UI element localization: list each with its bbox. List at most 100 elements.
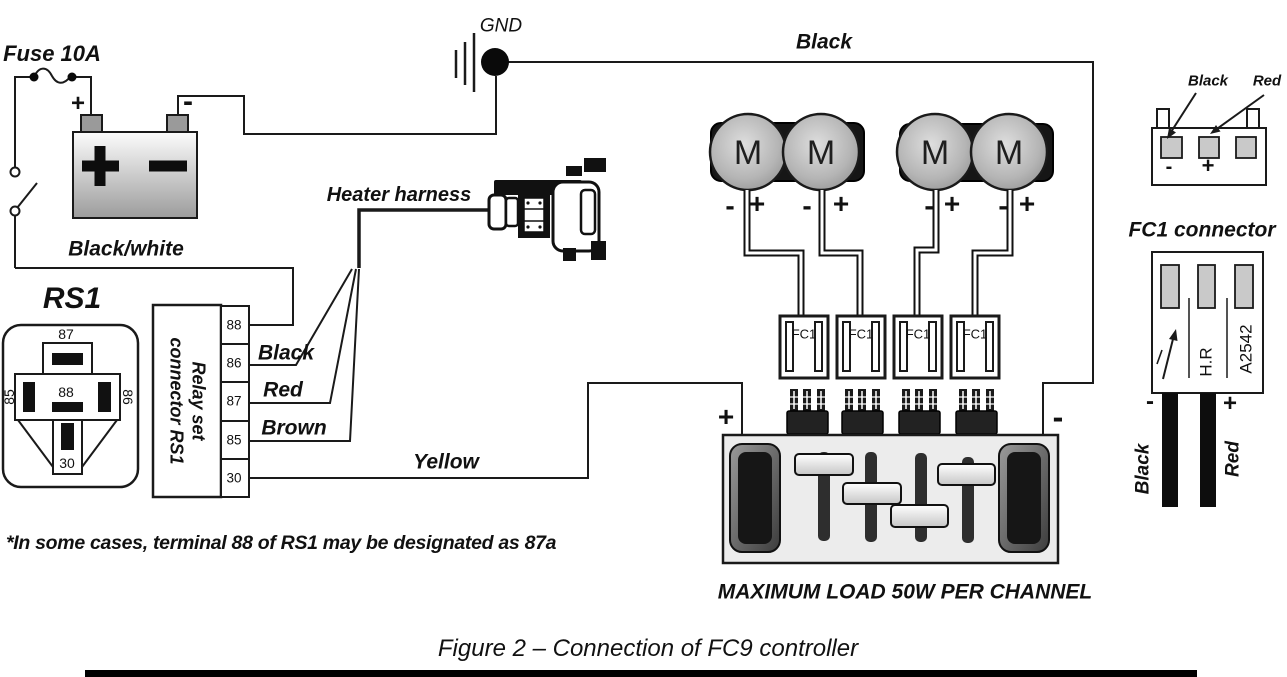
relay-connector-box: [151, 303, 250, 499]
motor-4-plus: +: [1018, 188, 1036, 219]
fc1-plug-1-label: FC1: [791, 326, 817, 342]
motor-3-minus: -: [924, 190, 934, 221]
terminal-label-88: 88: [226, 317, 242, 333]
battery-minus-sign: -: [183, 85, 193, 118]
gnd-node-dot: [481, 48, 509, 76]
tc-plus-sign: +: [1201, 153, 1215, 178]
tc-pin-1: [1160, 136, 1183, 159]
leader-arrow-black: [1167, 92, 1197, 139]
pin-block-4: [955, 389, 998, 435]
slider-knob-1: [794, 453, 854, 476]
det-hr-label: H.R: [1196, 347, 1216, 377]
det-a2542-label: A2542: [1236, 324, 1256, 374]
gnd-symbol: [454, 33, 509, 92]
wire-86-label: Black: [257, 341, 315, 365]
wire-85-label: Brown: [261, 416, 327, 440]
det-slot-1: [1160, 264, 1180, 309]
wires-group: [14, 61, 1094, 479]
fc1-plug-2: [835, 314, 887, 380]
controller-plus: +: [717, 401, 735, 432]
relay-connector-label-line2: connector RS1: [167, 337, 187, 465]
rs1-relay-drawing: [1, 323, 140, 489]
fc1-connector-heading: FC1 connector: [1128, 218, 1276, 242]
wire-85-brown: [249, 268, 360, 442]
wire-black-top: [508, 61, 1094, 434]
motor-1-label: M: [733, 134, 763, 172]
det-wire-red: [1200, 393, 1216, 507]
tc-minus-sign: -: [1165, 156, 1173, 178]
figure-caption: Figure 2 – Connection of FC9 controller: [437, 635, 859, 662]
fc1-plug-3-label: FC1: [905, 326, 931, 342]
rs1-pin-30-label: 30: [59, 455, 75, 471]
leader-arrow-red: [1210, 94, 1265, 134]
wire-black-top-label: Black: [795, 30, 853, 54]
wire-yellow: [249, 382, 743, 479]
det-minus-sign: -: [1146, 388, 1154, 415]
fc1-connector-detail: [1151, 251, 1264, 507]
rs1-title: RS1: [42, 282, 102, 315]
terminal-88: [220, 305, 250, 345]
tc-red-label: Red: [1252, 72, 1282, 90]
det-slot-2: [1197, 264, 1216, 309]
tc-pin-2: [1198, 136, 1220, 159]
terminal-87: [220, 381, 250, 422]
pin-block-1: [786, 389, 829, 435]
fc1-plug-4: [949, 314, 1001, 380]
rs1-pin-85-label: 85: [1, 389, 17, 405]
terminal-label-87: 87: [226, 393, 242, 409]
gnd-label: GND: [479, 15, 523, 37]
battery-plus-sign: +: [70, 90, 86, 117]
fc1-plug-1: [778, 314, 830, 380]
fuse-element: [33, 67, 72, 84]
controller-minus: -: [1052, 399, 1064, 435]
power-switch-group: [9, 166, 21, 217]
terminal-label-30: 30: [226, 470, 242, 486]
rs1-pin-86-label: 86: [120, 389, 136, 405]
rs1-pin-86-bar: [98, 382, 111, 412]
motor-3-label: M: [920, 134, 950, 172]
heater-harness-trunk: [357, 208, 492, 268]
heater-harness-label: Heater harness: [326, 184, 472, 206]
controller-end-button-left: [729, 443, 781, 553]
motor-2-minus: -: [802, 190, 812, 221]
footnote: *In some cases, terminal 88 of RS1 may b…: [6, 532, 557, 554]
det-plus-sign: +: [1222, 390, 1238, 417]
controller-unit: [721, 433, 1060, 565]
motor-assembly-2: [895, 112, 1054, 192]
wire-fuse-right: [76, 76, 92, 116]
terminal-85: [220, 420, 250, 460]
motor-2-plus: +: [832, 188, 850, 219]
pin-block-3: [898, 389, 941, 435]
det-slot-3: [1234, 264, 1254, 309]
terminal-label-86: 86: [226, 355, 242, 371]
motor-assembly-1: [708, 112, 865, 192]
fuse-label: Fuse 10A: [3, 41, 101, 66]
det-wire-black: [1162, 393, 1178, 507]
det-black-label: Black: [1132, 443, 1154, 495]
tc-pin-3: [1235, 136, 1257, 159]
rs1-pin-87-bar: [52, 353, 83, 365]
battery-body: [72, 131, 198, 219]
terminal-30: [220, 458, 250, 498]
terminal-label-85: 85: [226, 432, 242, 448]
wire-black-white: [15, 267, 294, 326]
fc1-plug-4-label: FC1: [962, 326, 988, 342]
max-load-note: MAXIMUM LOAD 50W PER CHANNEL: [717, 580, 1093, 604]
battery-post-positive: [80, 114, 103, 133]
rs1-pin-88-bar: [52, 402, 83, 412]
fc1-plug-2-label: FC1: [848, 326, 874, 342]
det-arrow-icon: [1156, 329, 1178, 380]
fuse-group: [29, 72, 77, 82]
black-white-label: Black/white: [68, 237, 184, 261]
fc1-plug-3: [892, 314, 944, 380]
motor-wires: [743, 190, 1014, 318]
motor-1-plus: +: [748, 188, 766, 219]
det-red-label: Red: [1222, 441, 1244, 477]
motor-4-minus: -: [998, 190, 1008, 221]
wire-fuse-left: [14, 76, 30, 167]
heater-illustration: [487, 158, 606, 261]
controller-pin-blocks: [786, 389, 998, 435]
slider-track-3: [915, 453, 927, 542]
